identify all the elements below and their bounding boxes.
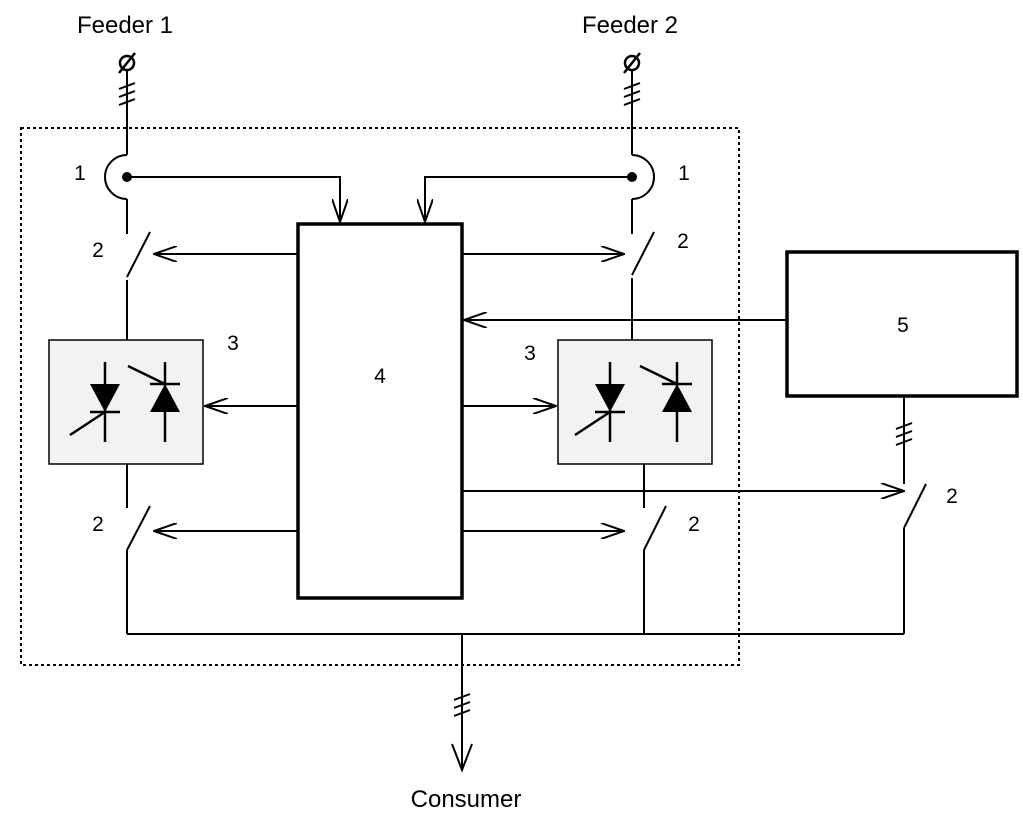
consumer-output-line: [451, 634, 473, 773]
unit-5: [785, 250, 1019, 398]
switch-top-right-label: 2: [677, 230, 689, 253]
consumer-label: Consumer: [411, 786, 522, 813]
switch-bottom-right-label: 2: [688, 513, 700, 536]
feeder-1-label: Feeder 1: [77, 12, 173, 39]
unit-5-output-line: [895, 396, 913, 634]
switch-bottom-left-label: 2: [92, 513, 104, 536]
control-unit-4-label: 4: [374, 365, 386, 388]
thyristor-left-label: 3: [227, 332, 239, 355]
control-unit-4: [296, 222, 464, 600]
device-enclosure: [20, 127, 740, 666]
feeder-2-label: Feeder 2: [582, 12, 678, 39]
switch-top-left: [126, 231, 151, 278]
thyristor-module-left: [48, 339, 204, 465]
switch-bottom-left: [126, 505, 151, 551]
switch-bottom-right: [643, 505, 667, 551]
thyristor-right-label: 3: [524, 342, 536, 365]
sensor-right-label: 1: [678, 162, 690, 185]
feeder-2-line: [623, 70, 641, 155]
sensor-left-label: 1: [74, 162, 86, 185]
feeder-1-line: [118, 70, 136, 155]
unit-5-label: 5: [897, 314, 909, 337]
switch-top-right: [631, 231, 655, 276]
switch-far-right-label: 2: [946, 485, 958, 508]
sensor-left-signal: [127, 176, 340, 222]
sensor-right-signal: [425, 176, 632, 222]
right-branch-wiring: [631, 199, 645, 634]
switch-far-right: [903, 483, 927, 529]
thyristor-module-right: [557, 339, 713, 465]
switch-top-left-label: 2: [92, 239, 104, 262]
